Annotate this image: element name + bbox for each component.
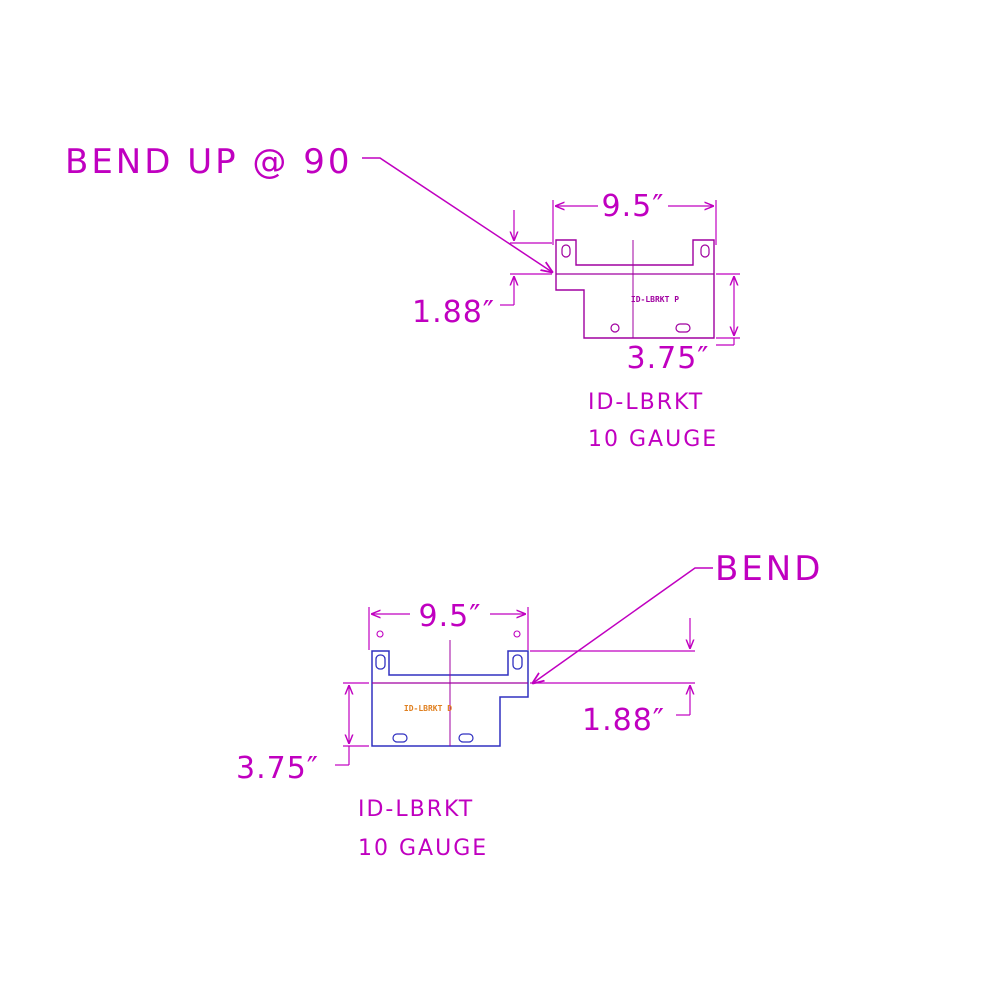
top-height-dim-text: 3.75″: [626, 341, 709, 376]
top-part-gauge: 10 GAUGE: [588, 427, 718, 452]
bottom-part: BEND 9.5″ 1.88″ 3.75″ ID-: [236, 549, 823, 861]
bottom-width-dim-text: 9.5″: [419, 599, 482, 634]
top-right-ear-slot: [700, 244, 710, 258]
top-part-name: ID-LBRKT: [588, 390, 704, 415]
top-part-outline: [555, 239, 715, 339]
bottom-right-ear-slot: [512, 654, 523, 670]
top-bottom-slot-right: [675, 323, 691, 333]
top-width-dim-text: 9.5″: [602, 189, 665, 224]
top-bend-dim-text: 1.88″: [412, 295, 495, 330]
bottom-top-hole-right: [513, 630, 521, 638]
top-left-ear-slot: [561, 244, 571, 258]
bottom-bottom-slot-left: [392, 733, 408, 743]
bottom-bend-dim-text: 1.88″: [582, 703, 665, 738]
bottom-part-gauge: 10 GAUGE: [358, 836, 488, 861]
top-part: BEND UP @ 90 9.5″ 1.88″ 3.75″ ID-LBRKT P: [65, 142, 740, 452]
top-bottom-hole-left: [610, 323, 620, 333]
bottom-bottom-slot-right: [458, 733, 474, 743]
bottom-part-name: ID-LBRKT: [358, 797, 474, 822]
top-bend-callout: BEND UP @ 90: [65, 142, 353, 182]
top-part-tag: ID-LBRKT P: [631, 295, 679, 304]
bottom-height-dim-text: 3.75″: [236, 751, 319, 786]
bottom-part-tag: ID-LBRKT D: [404, 704, 452, 713]
top-callout-leader: [362, 157, 552, 272]
bottom-callout-leader: [533, 567, 713, 683]
bottom-left-ear-slot: [375, 654, 386, 670]
bottom-bend-callout: BEND: [715, 549, 823, 589]
bottom-part-outline: [371, 650, 529, 747]
bottom-top-hole-left: [376, 630, 384, 638]
